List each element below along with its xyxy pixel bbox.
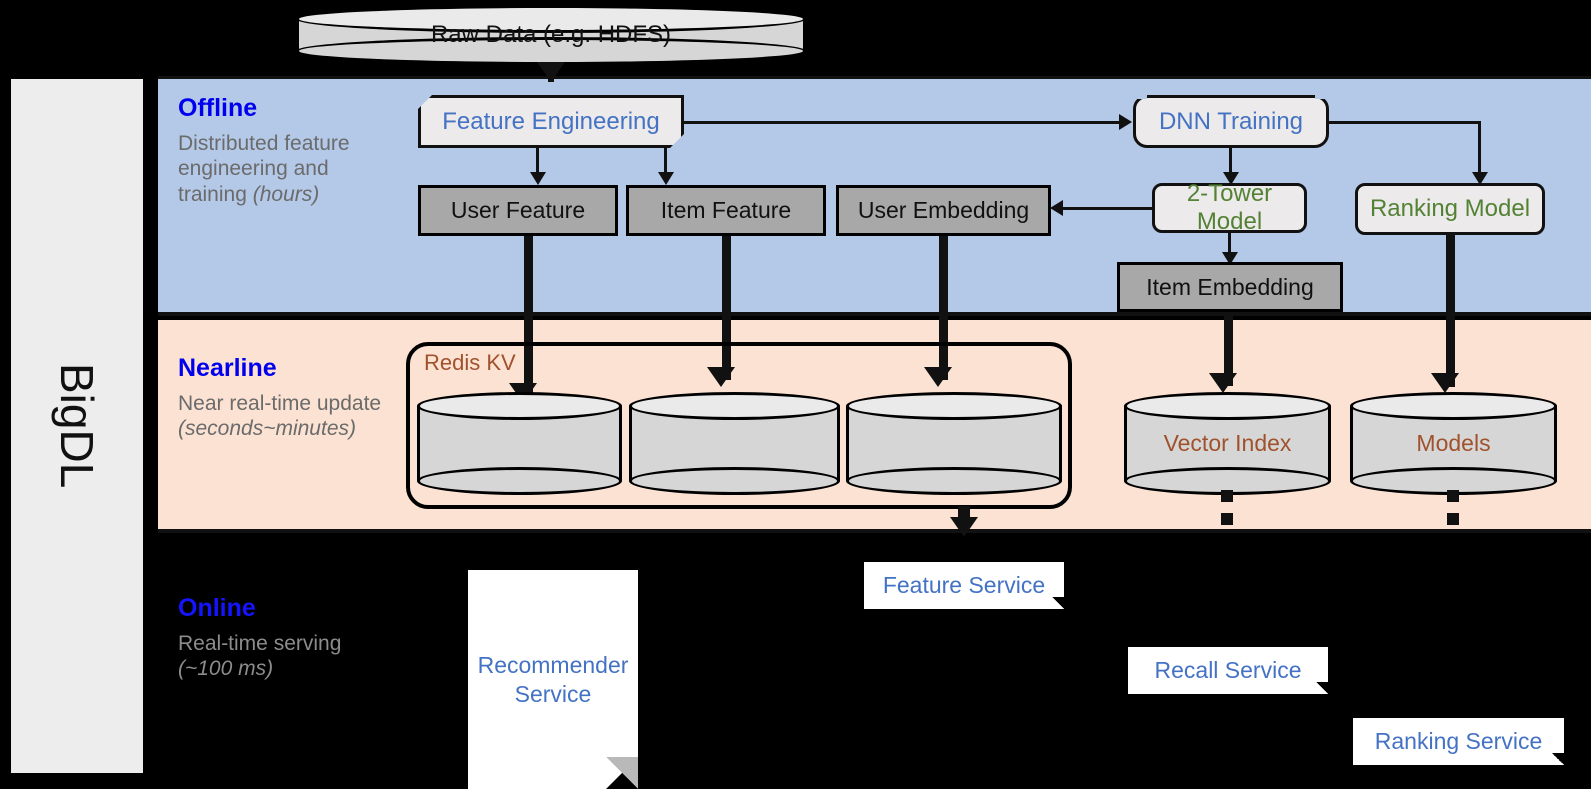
kv2-label	[629, 392, 840, 495]
kv1-top	[417, 392, 622, 420]
offline-caption: Offline Distributed feature engineering …	[178, 94, 393, 208]
node-feature-engineering[interactable]: Feature Engineering	[418, 95, 684, 148]
kv3-top	[846, 392, 1062, 420]
arrow-dnn-ranking	[1472, 172, 1488, 185]
node-item-feature[interactable]: Item Feature	[626, 185, 826, 236]
arrow-itemembedding-vectorindex	[1209, 373, 1237, 393]
arrow-fe-itemfeature	[658, 172, 674, 185]
recommender-service-label: Recommender Service	[477, 651, 629, 707]
online-title: Online	[178, 594, 256, 622]
node-user-embedding[interactable]: User Embedding	[836, 185, 1051, 236]
connector-userfeature-kv1	[524, 236, 533, 398]
arrow-twotower-userembedding	[1050, 200, 1063, 216]
arrow-redis-featureservice	[950, 517, 978, 537]
connector-dnn-twotower	[1229, 148, 1232, 175]
kv1-bottom	[417, 467, 622, 495]
arrow-twotower-itemembedding	[1222, 252, 1238, 265]
raw-data-label: Raw Data (e.g. HDFS)	[430, 21, 672, 48]
node-two-tower-model[interactable]: 2-Tower Model	[1152, 180, 1307, 235]
arrow-userembedding-kv3	[924, 367, 952, 387]
raw-data-bottom	[296, 37, 806, 65]
online-subtitle-main: Real-time serving	[178, 631, 342, 655]
vector-index-label: Vector Index	[1163, 430, 1292, 456]
connector-fe-dnn	[684, 121, 1119, 124]
nearline-subtitle-main: Near real-time update	[178, 391, 382, 415]
arrow-itemfeature-kv2	[707, 367, 735, 387]
node-ranking-model[interactable]: Ranking Model	[1355, 183, 1545, 235]
nearline-subtitle: Near real-time update (seconds~minutes)	[178, 391, 393, 442]
dnn-training-label: DNN Training	[1158, 107, 1304, 135]
kv1-label	[417, 392, 622, 495]
user-embedding-label: User Embedding	[857, 197, 1030, 223]
online-caption: Online Real-time serving (~100 ms)	[178, 594, 393, 682]
connector-fe-userfeature	[536, 148, 539, 175]
connector-dnn-ranking-v	[1478, 121, 1481, 175]
item-embedding-label: Item Embedding	[1146, 273, 1314, 300]
online-subtitle-italic: (~100 ms)	[178, 657, 274, 681]
arrow-rankingmodel-models	[1431, 373, 1459, 393]
arrow-fe-userfeature	[530, 172, 546, 185]
kv-cylinder-2[interactable]	[629, 392, 840, 495]
node-dnn-training[interactable]: DNN Training	[1133, 95, 1329, 148]
kv-cylinder-1[interactable]	[417, 392, 622, 495]
bigdl-framework-rail: BigDL	[8, 76, 146, 776]
ranking-model-label: Ranking Model	[1369, 195, 1531, 222]
nearline-title: Nearline	[178, 354, 277, 382]
raw-data-cylinder: Raw Data (e.g. HDFS)	[296, 5, 806, 65]
connector-vectorindex-stub1	[1221, 490, 1233, 502]
dnn-notch-tr	[1315, 95, 1329, 99]
connector-models-stub2	[1447, 513, 1459, 525]
connector-models-stub1	[1447, 490, 1459, 502]
offline-title: Offline	[178, 94, 258, 122]
user-feature-label: User Feature	[450, 197, 586, 223]
connector-vectorindex-stub2	[1221, 513, 1233, 525]
feature-service-label: Feature Service	[882, 572, 1046, 598]
item-feature-label: Item Feature	[660, 197, 792, 223]
models-cylinder[interactable]: Models	[1350, 392, 1557, 495]
node-ranking-service[interactable]: Ranking Service	[1353, 718, 1564, 765]
offline-subtitle: Distributed feature engineering and trai…	[178, 131, 393, 208]
connector-redis-featureservice-stub	[958, 506, 970, 518]
kv2-bottom	[629, 467, 840, 495]
kv2-top	[629, 392, 840, 420]
recommender-service-fold-corner	[606, 757, 638, 789]
connector-userembedding-kv3	[939, 236, 948, 380]
kv3-label	[846, 392, 1062, 495]
connector-dnn-ranking-h	[1329, 121, 1481, 124]
two-tower-model-label: 2-Tower Model	[1186, 180, 1273, 235]
connector-twotower-itemembedding	[1228, 233, 1231, 259]
redis-kv-container	[406, 342, 1072, 509]
connector-twotower-userembedding	[1062, 207, 1154, 210]
connector-fe-itemfeature	[664, 148, 667, 175]
connector-itemembedding-vectorindex	[1224, 312, 1233, 386]
ranking-service-label: Ranking Service	[1374, 728, 1543, 754]
redis-kv-label: Redis KV	[424, 350, 516, 375]
node-user-feature[interactable]: User Feature	[418, 185, 618, 236]
feature-engineering-label: Feature Engineering	[442, 107, 660, 135]
arrow-fe-dnn	[1119, 114, 1132, 130]
offline-subtitle-main: Distributed feature engineering and trai…	[178, 131, 350, 206]
nearline-caption: Nearline Near real-time update (seconds~…	[178, 354, 393, 442]
node-feature-service[interactable]: Feature Service	[864, 562, 1064, 609]
dnn-notch-tl	[1133, 95, 1147, 99]
vector-index-top	[1124, 392, 1331, 420]
kv-cylinder-3[interactable]	[846, 392, 1062, 495]
arrow-dnn-twotower	[1223, 172, 1239, 185]
models-label: Models	[1416, 430, 1491, 456]
connector-rankingmodel-models	[1446, 235, 1455, 387]
recall-service-label: Recall Service	[1154, 657, 1302, 683]
models-top	[1350, 392, 1557, 420]
connector-itemfeature-kv2	[722, 236, 731, 380]
bigdl-label: BigDL	[51, 363, 103, 489]
raw-data-top	[296, 5, 806, 33]
offline-subtitle-italic: (hours)	[252, 182, 320, 206]
node-recall-service[interactable]: Recall Service	[1128, 647, 1328, 694]
node-item-embedding[interactable]: Item Embedding	[1117, 262, 1343, 312]
nearline-subtitle-italic: (seconds~minutes)	[178, 417, 356, 441]
kv3-bottom	[846, 467, 1062, 495]
vector-index-cylinder[interactable]: Vector Index	[1124, 392, 1331, 495]
arrow-rawdata-fe	[537, 62, 565, 82]
online-subtitle: Real-time serving (~100 ms)	[178, 631, 393, 682]
